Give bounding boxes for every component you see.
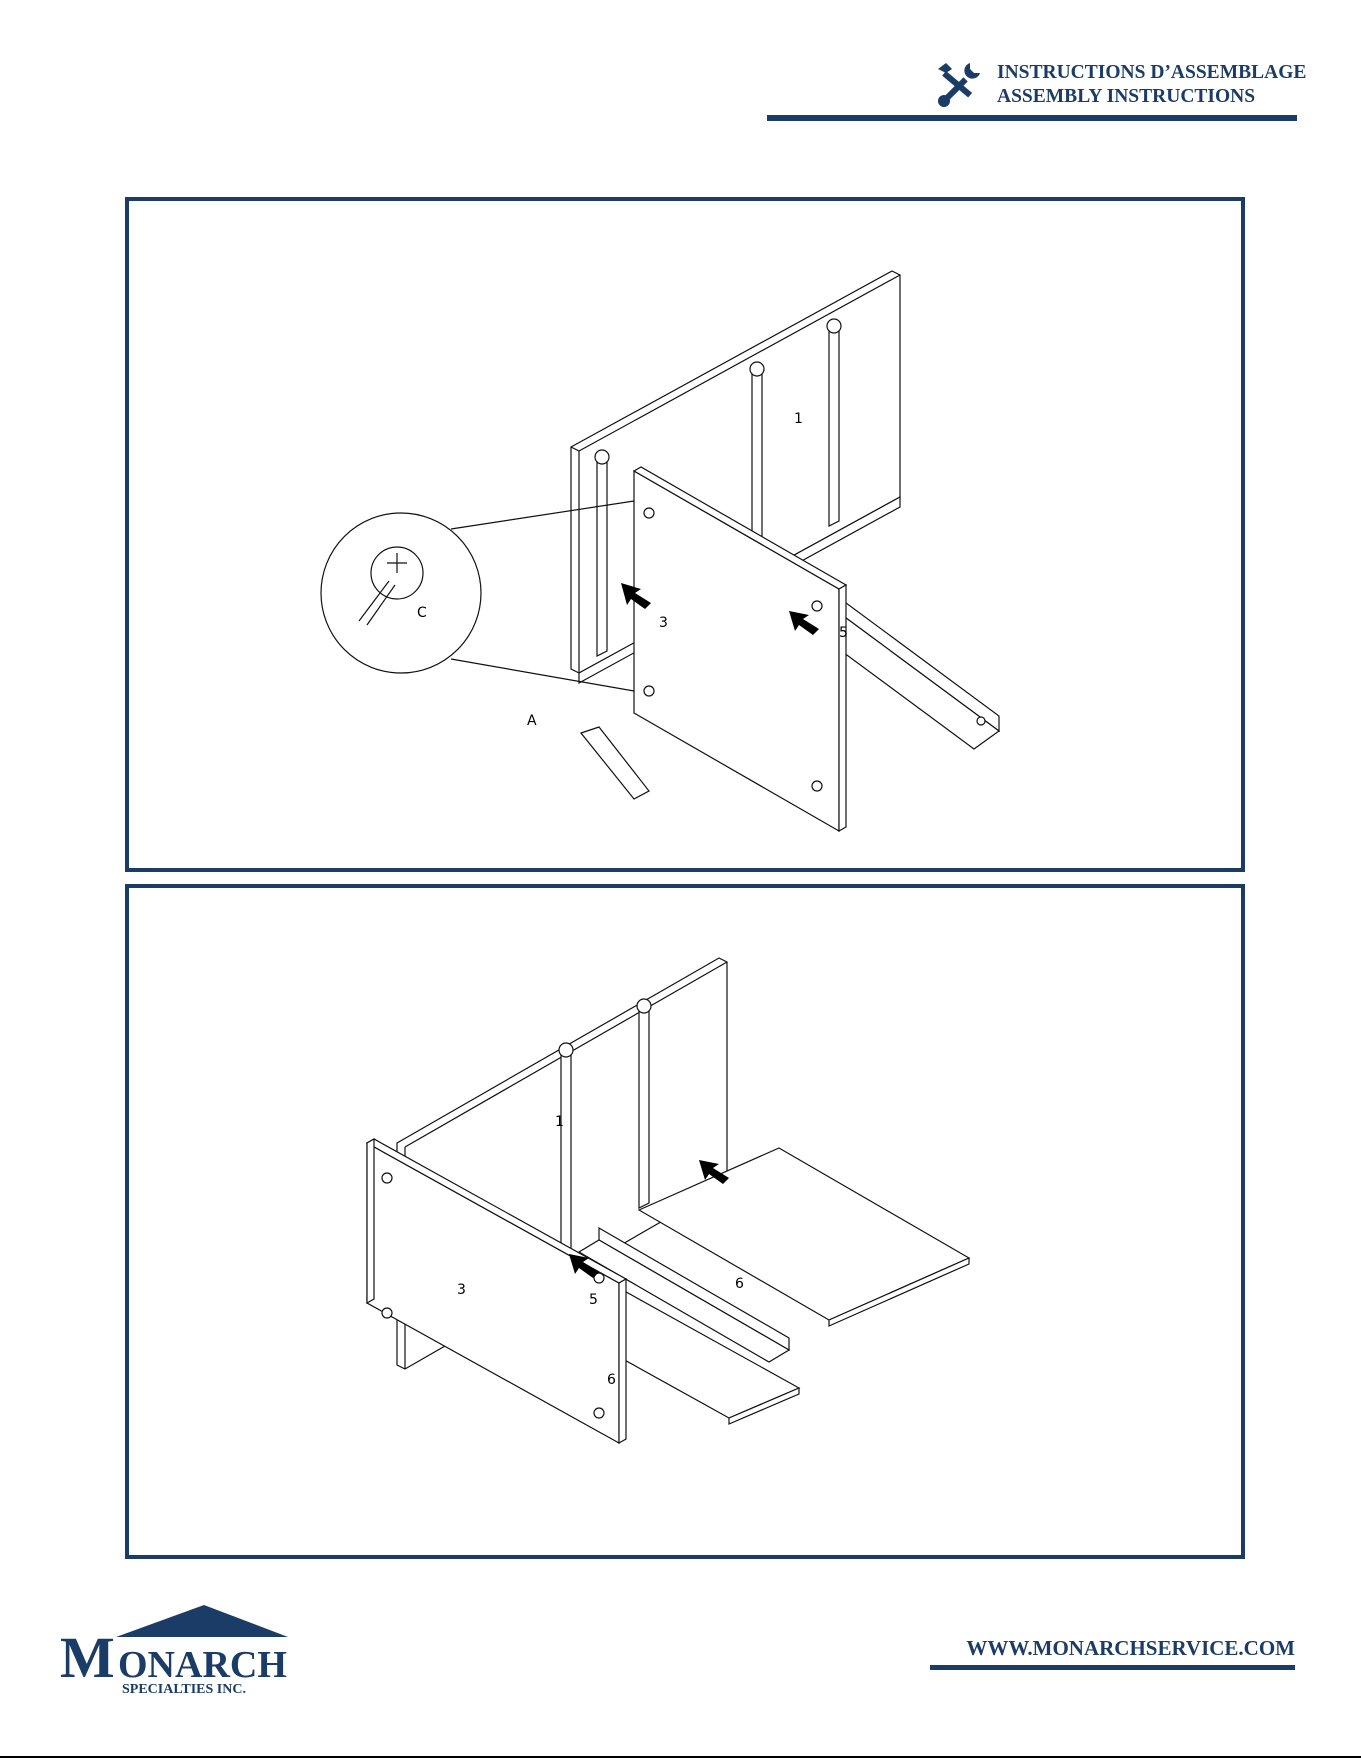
step-2-illustration: 1 3 5 6 6 [129,888,1241,1555]
page-header: INSTRUCTIONS D’ASSEMBLAGE ASSEMBLY INSTR… [760,55,1300,125]
logo-wordmark: ONARCH [118,1644,287,1686]
step-1-illustration: 1 3 5 A C [129,201,1241,868]
header-rule [767,115,1297,121]
step-1-panel: 1 3 5 A C [125,197,1245,872]
label-part-3: 3 [457,1282,466,1298]
label-hardware-c: C [417,605,427,621]
step-2-panel: 1 3 5 6 6 [125,884,1245,1559]
monarch-logo: M ONARCH SPECIALTIES INC. [58,1605,288,1695]
label-part-1: 1 [555,1114,564,1130]
tools-icon [932,59,984,111]
footer-rule [930,1665,1295,1670]
header-titles: INSTRUCTIONS D’ASSEMBLAGE ASSEMBLY INSTR… [997,61,1306,109]
cam-fitting-a [581,727,649,799]
logo-subtitle: SPECIALTIES INC. [122,1682,246,1695]
footer-website: WWW.MONARCHSERVICE.COM [930,1636,1295,1670]
label-hardware-a: A [527,713,537,729]
roof-logo-icon: M ONARCH SPECIALTIES INC. [58,1605,288,1695]
label-part-6-left: 6 [607,1372,616,1388]
label-part-6-right: 6 [735,1276,744,1292]
label-part-5: 5 [589,1292,598,1308]
page-bottom-edge [0,1756,1361,1758]
title-french: INSTRUCTIONS D’ASSEMBLAGE [997,61,1306,85]
website-link[interactable]: WWW.MONARCHSERVICE.COM [930,1636,1295,1661]
logo-initial: M [60,1625,115,1690]
label-part-1: 1 [794,411,803,427]
label-part-3: 3 [659,615,668,631]
label-part-5: 5 [839,625,848,641]
title-english: ASSEMBLY INSTRUCTIONS [997,85,1306,109]
